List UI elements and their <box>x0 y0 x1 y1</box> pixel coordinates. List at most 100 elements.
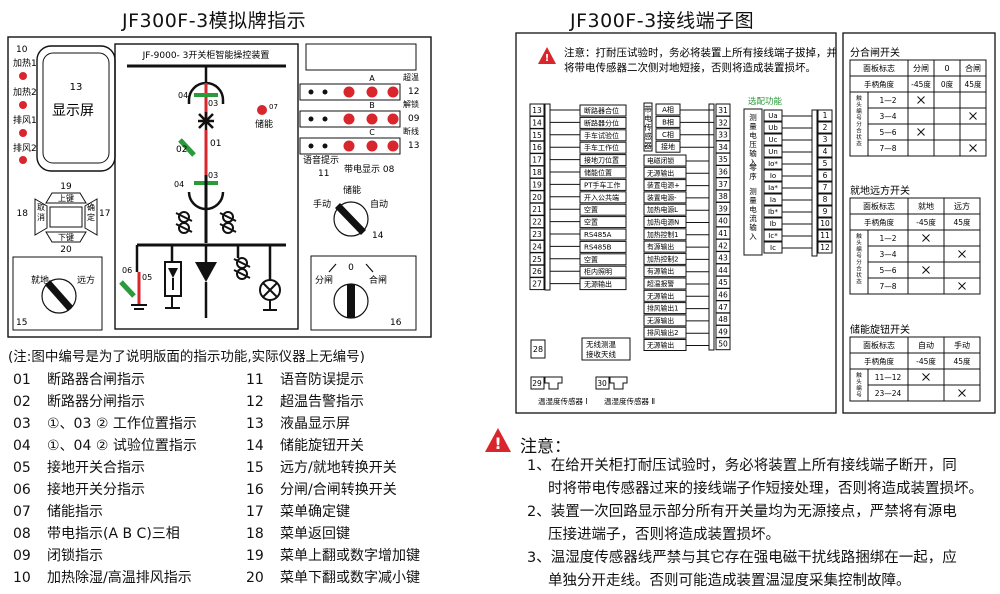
display-screen-inner <box>42 52 110 164</box>
contact-closed-mark <box>969 144 977 152</box>
optional-pin: Ic <box>770 244 776 252</box>
legend-text: 加热除湿/高温排风指示 <box>47 570 192 586</box>
terminal-label: 装置电源- <box>647 193 677 202</box>
optional-pin: Un <box>768 148 778 156</box>
optional-pin: Ib* <box>768 208 779 216</box>
contact-closed-mark <box>917 128 925 136</box>
open-close-num: 16 <box>390 318 402 328</box>
terminal-number: 5 <box>823 159 828 168</box>
legend-num: 12 <box>246 394 264 410</box>
contact-closed-mark <box>958 282 966 290</box>
terminal-label: 手车试验位 <box>584 131 619 140</box>
breaker-star <box>198 112 214 130</box>
side-label-fan2: 排风2 <box>13 142 37 154</box>
local-remote-handle <box>45 280 73 311</box>
current-transformer-2 <box>219 211 237 234</box>
zero-seq-label: 零序 <box>749 163 757 181</box>
terminal-number: 21 <box>532 205 542 214</box>
open-close-handle <box>347 284 355 318</box>
terminal-number: 15 <box>532 131 542 140</box>
legend-num: 17 <box>246 504 264 520</box>
terminal-number: 41 <box>718 229 728 238</box>
contact-closed-mark <box>958 250 966 258</box>
legend-text: 断路器合闸指示 <box>47 372 145 388</box>
label-04-2: 04 <box>174 180 184 189</box>
legend-text: ①、03 ② 工作位置指示 <box>47 416 197 432</box>
label-06: 06 <box>122 266 132 275</box>
terminal-label: 断路器分位 <box>584 118 619 127</box>
terminal-28-label: 无线测温接收天线 <box>586 339 616 359</box>
local-remote-box <box>12 256 103 331</box>
legend-text: 储能指示 <box>47 504 103 520</box>
terminal-number: 45 <box>718 278 728 287</box>
table-head-cell: 合闸 <box>965 63 981 73</box>
legend-num: 19 <box>246 548 264 564</box>
terminal-label: RS485B <box>584 243 612 251</box>
circuit-panel <box>114 43 299 330</box>
table-angle-cell: -45度 <box>916 356 936 366</box>
down-key <box>45 231 87 243</box>
legend-text: 菜单确定键 <box>280 504 350 520</box>
label-04-1: 04 <box>178 91 188 100</box>
terminal-label: 加热控制2 <box>647 254 679 263</box>
table-row-label: 5—6 <box>879 128 896 137</box>
circuit-panel-title: JF-9000- 3开关柜智能操控装置 <box>142 49 270 61</box>
optional-pin: Ub <box>768 124 778 132</box>
terminal-label: 超温报警 <box>647 279 674 288</box>
terminal-number: 32 <box>718 118 728 127</box>
nameplate-box <box>305 43 417 71</box>
sensor-phase: B相 <box>662 117 674 126</box>
terminal-number: 13 <box>532 106 542 115</box>
cancel-key-label: 取消 <box>37 203 45 222</box>
row-c-label: 断线 <box>403 126 419 136</box>
terminal-number: 47 <box>718 303 728 312</box>
contact-closed-mark <box>969 112 977 120</box>
terminal-number: 31 <box>718 106 728 115</box>
terminal-number: 44 <box>718 266 728 275</box>
terminal-frame <box>515 32 837 414</box>
terminal-number: 46 <box>718 291 728 300</box>
terminal-number: 38 <box>718 192 728 201</box>
legend-text: 菜单返回键 <box>280 526 350 542</box>
table-side-label: 触头编号分合状态 <box>856 94 862 148</box>
contact-closed-mark <box>922 266 930 274</box>
terminal-label: RS485A <box>584 231 612 239</box>
terminal-label: 排风输出2 <box>647 328 679 337</box>
voice-label: 语音提示 <box>303 154 339 166</box>
keypad-center <box>49 206 83 228</box>
energy-storage-handle <box>335 203 366 235</box>
row-a-num: 12 <box>408 87 419 97</box>
legend-num: 18 <box>246 526 264 542</box>
optional-pin: Uc <box>769 136 778 144</box>
legend-num: 05 <box>13 460 31 476</box>
terminal-number: 48 <box>718 315 728 324</box>
terminal-label: 空置 <box>584 205 598 214</box>
table-angle-cell: 手柄角度 <box>864 79 894 89</box>
terminal-number: 17 <box>532 156 542 165</box>
terminal-29-label: 温湿度传感器 Ⅰ <box>538 396 588 406</box>
storage-table-title: 储能旋钮开关 <box>850 323 910 336</box>
display-num: 13 <box>70 82 83 93</box>
terminal-cell <box>529 277 545 291</box>
energy-storage-knob <box>333 201 369 237</box>
svg-text:!: ! <box>545 53 550 64</box>
legend-item: 17 菜单确定键 <box>246 502 350 522</box>
label-01: 01 <box>210 139 221 149</box>
terminal-label: 手车工作位 <box>584 143 619 152</box>
note-line: 单独分开走线。否则可能造成装置温湿度采集控制故障。 <box>548 573 911 589</box>
table-row-label: 7—8 <box>879 144 896 153</box>
terminal-cell <box>817 109 833 122</box>
local_remote-table-title: 就地远方开关 <box>850 184 910 197</box>
contact-closed-mark <box>922 373 930 381</box>
legend-text: 语音防误提示 <box>280 372 364 388</box>
legend-num: 07 <box>13 504 31 520</box>
table-head-cell: 自动 <box>918 340 934 350</box>
table-row-label: 1—2 <box>879 234 896 243</box>
notes-title: 注意： <box>520 437 571 457</box>
energy-storage-indicator <box>257 105 267 115</box>
